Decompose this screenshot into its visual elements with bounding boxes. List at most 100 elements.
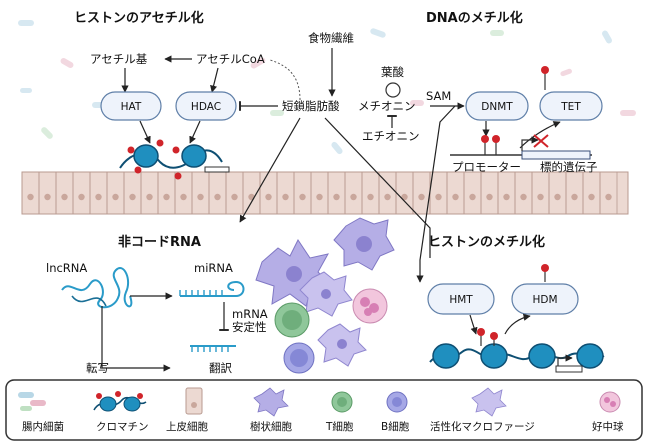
legend-item-b-cell: B細胞 (381, 391, 410, 433)
macrophage-icon (471, 387, 507, 417)
hmt-down-arrow (469, 314, 478, 335)
legend-item-chromatin: クロマチン (93, 391, 149, 433)
mrna-icon (190, 345, 236, 352)
folate-label: 葉酸 (381, 65, 404, 79)
hdac-label: HDAC (191, 101, 221, 113)
epithelial-nucleus (384, 193, 391, 201)
scfa-to-histone-methylation-arrow (324, 117, 431, 258)
epithelial-nucleus (435, 193, 442, 201)
epithelial-nucleus (401, 193, 408, 201)
transcription-label: 転写 (86, 361, 109, 375)
legend-item-neutrophil: 好中球 (592, 391, 624, 433)
b-cell-icon (386, 391, 408, 413)
tet-enzyme: TET (539, 91, 603, 121)
dna-to-tet-arrow (519, 121, 561, 149)
legend-item-epithelial: 上皮細胞 (166, 387, 208, 433)
epithelial-layer (21, 171, 629, 215)
epithelial-nucleus (78, 193, 85, 201)
hdm-methyl-lollipop (541, 264, 549, 282)
b-cell-1 (283, 342, 315, 374)
epithelial-nucleus (231, 193, 238, 201)
dendritic-cell-icon (253, 387, 289, 417)
bacteria-icon (18, 392, 46, 411)
epithelial-nucleus (520, 193, 527, 201)
epithelial-nucleus (537, 193, 544, 201)
title-dna-methylation: DNAのメチル化 (426, 10, 523, 26)
ethionine-label: エチオニン (362, 129, 420, 143)
legend-item-dendritic: 樹状細胞 (250, 387, 292, 433)
epithelial-nucleus (367, 193, 374, 201)
epithelial-nucleus (61, 193, 68, 201)
epithelial-cell-icon (185, 387, 203, 415)
lncrna-icon (61, 267, 133, 309)
hmt-enzyme: HMT (427, 283, 495, 315)
legend-label-epithelial: 上皮細胞 (166, 420, 208, 433)
immune-cells (255, 217, 395, 374)
title-histone-methylation: ヒストンのメチル化 (428, 234, 545, 250)
dendritic-cell-2 (333, 217, 395, 271)
neutrophil-icon (599, 391, 621, 413)
epithelial-nucleus (588, 193, 595, 201)
dnmt-label: DNMT (481, 101, 513, 113)
title-histone-acetylation: ヒストンのアセチル化 (74, 10, 204, 26)
tet-methyl-lollipop (541, 66, 549, 90)
dietary-fiber-label: 食物繊維 (308, 31, 354, 45)
epithelial-nucleus (95, 193, 102, 201)
legend-item-t-cell: T細胞 (325, 391, 354, 433)
sam-to-hmt-arrow (416, 105, 456, 283)
epithelial-nucleus (571, 193, 578, 201)
methionine-label: メチオニン (358, 99, 416, 113)
legend: 腸内細菌 クロマチン 上皮細胞 樹状細胞 (5, 379, 643, 441)
hat-to-chromatin-arrow (139, 120, 151, 144)
scfa-to-acetylcoa-dashed (269, 59, 301, 101)
legend-item-bacteria: 腸内細菌 (18, 392, 64, 433)
legend-item-macrophage: 活性化マクロファージ (430, 387, 535, 433)
epithelial-nucleus (469, 193, 476, 201)
epithelial-nucleus (180, 193, 187, 201)
chromatin-to-hdm-arrow (504, 313, 531, 335)
methylation-chromatin (429, 328, 605, 373)
hat-enzyme: HAT (100, 91, 162, 121)
acetylcoa-to-hdac-arrow (210, 67, 219, 93)
legend-label-dendritic: 樹状細胞 (250, 420, 292, 433)
hdm-enzyme: HDM (511, 283, 579, 315)
epithelial-nucleus (112, 193, 119, 201)
sam-label: SAM (426, 89, 451, 103)
epithelial-nucleus (418, 193, 425, 201)
tet-label: TET (560, 101, 581, 113)
epithelial-nucleus (214, 193, 221, 201)
acetyl-group-label: アセチル基 (90, 52, 148, 66)
t-cell-icon (331, 391, 353, 413)
hmt-label: HMT (449, 294, 473, 306)
epithelial-nucleus (333, 193, 340, 201)
legend-label-bacteria: 腸内細菌 (22, 420, 64, 433)
dnmt-enzyme: DNMT (465, 91, 529, 121)
epithelial-nucleus (316, 193, 323, 201)
macrophage-2 (317, 323, 367, 367)
macrophage-1 (299, 271, 353, 317)
epithelial-cell (599, 171, 618, 215)
promoter-label: プロモーター (452, 160, 521, 174)
epithelial-nucleus (146, 193, 153, 201)
epithelial-nucleus (129, 193, 136, 201)
epithelial-nucleus (503, 193, 510, 201)
hdm-label: HDM (532, 294, 557, 306)
acetylation-chromatin (119, 139, 230, 180)
hdac-to-chromatin-arrow (189, 120, 201, 144)
legend-label-chromatin: クロマチン (96, 421, 149, 433)
scfa-label: 短鎖脂肪酸 (282, 99, 340, 113)
mirna-icon (179, 280, 245, 297)
dna-strand (450, 134, 592, 160)
legend-label-b-cell: B細胞 (381, 420, 410, 433)
translation-label: 翻訳 (209, 361, 232, 375)
transcription-arrow (101, 306, 171, 372)
epithelial-nucleus (554, 193, 561, 201)
lncrna-label: lncRNA (46, 261, 87, 275)
epithelial-nucleus (282, 193, 289, 201)
neutrophil-1 (352, 288, 388, 324)
epithelial-nucleus (452, 193, 459, 201)
background-bacteria (18, 20, 636, 155)
epithelial-nucleus (197, 193, 204, 201)
target-gene-label: 標的遺伝子 (540, 160, 598, 174)
